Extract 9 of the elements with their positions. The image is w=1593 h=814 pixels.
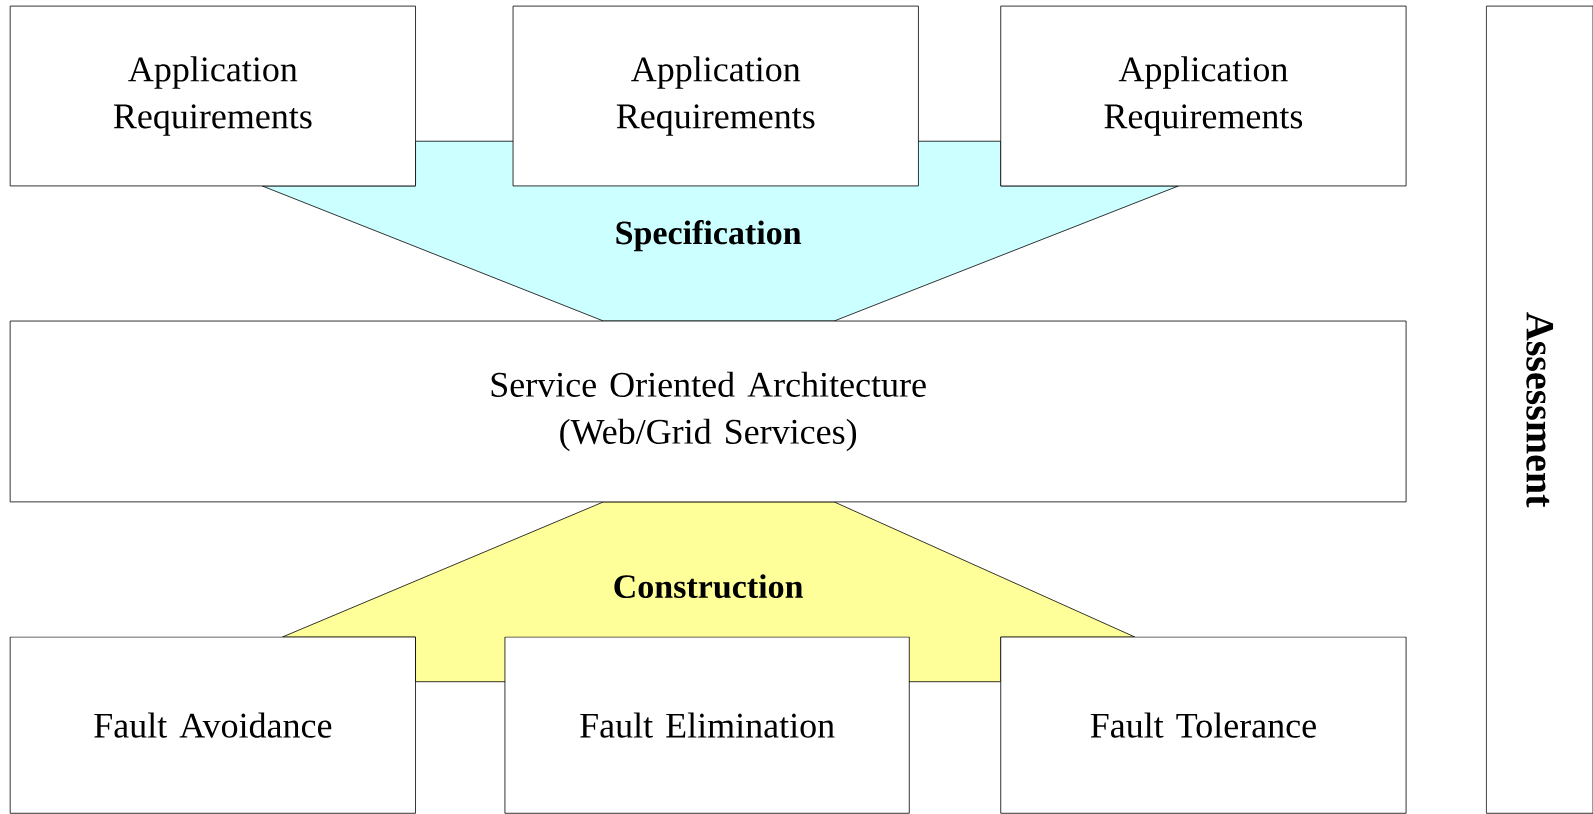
text-box: Application Requirements xyxy=(9,5,416,187)
text-box: Fault Elimination xyxy=(504,636,910,814)
node-label: Fault Avoidance xyxy=(94,712,332,738)
text-box: Application Requirements xyxy=(1000,5,1407,187)
text-box: Fault Tolerance xyxy=(1000,636,1407,814)
text-box: Application Requirements xyxy=(512,5,919,187)
vertical-box: Assessment xyxy=(1485,5,1593,814)
text-box: Fault Avoidance xyxy=(9,636,416,814)
text-box: Service Oriented Architecture (Web/Grid Services) xyxy=(9,320,1407,503)
